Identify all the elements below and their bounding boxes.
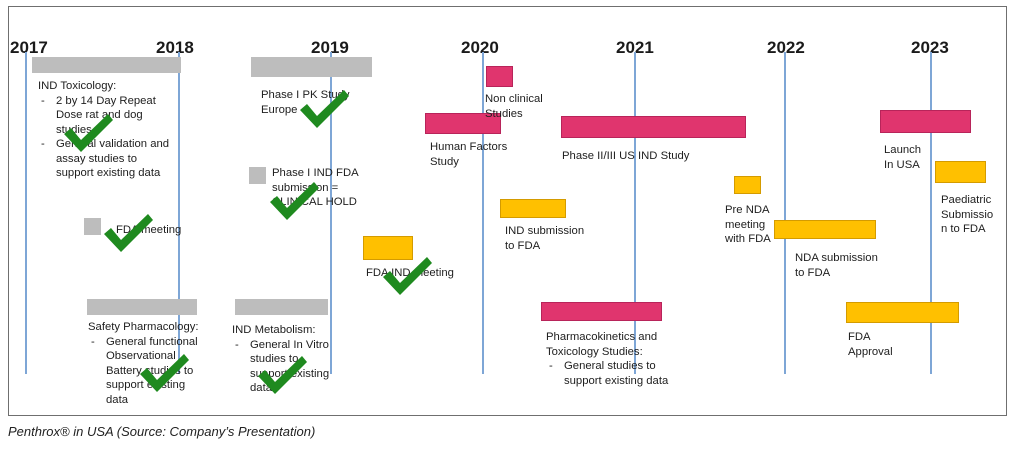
label-title: IND Toxicology: <box>38 80 117 92</box>
label-human-factors: Human Factors Study <box>430 140 507 169</box>
checkmark-icon <box>140 354 189 392</box>
bar-pk-tox <box>541 302 662 321</box>
label-phase23: Phase II/III US IND Study <box>562 149 689 164</box>
checkmark-icon <box>270 182 319 220</box>
checkmark-icon <box>300 90 349 128</box>
label-line: Dose rat and dog <box>56 109 143 121</box>
year-label-2020: 2020 <box>461 38 499 57</box>
label-line: Europe <box>261 103 298 116</box>
checkmark-icon <box>258 356 307 394</box>
year-line-2017 <box>25 52 27 374</box>
label-line: General functional <box>106 335 198 348</box>
label-line: NDA submission <box>795 252 878 264</box>
label-line: Pre NDA <box>725 204 770 216</box>
year-line-2020 <box>482 52 484 374</box>
label-title: Safety Pharmacology: <box>88 321 199 333</box>
bar-paediatric <box>935 161 986 183</box>
checkmark-icon <box>104 214 153 252</box>
bar-ind-metabolism <box>235 299 328 315</box>
label-line: Study <box>430 155 459 168</box>
year-label-2022: 2022 <box>767 38 805 57</box>
bar-ind-submission <box>500 199 566 218</box>
label-ind-toxicology: IND Toxicology: 2 by 14 Day Repeat Dose … <box>38 79 169 181</box>
bar-launch <box>880 110 971 133</box>
label-line: support existing data <box>564 374 669 387</box>
label-line: General In Vitro <box>250 338 329 351</box>
label-line: Submissio <box>941 208 994 221</box>
year-line-2023 <box>930 52 932 374</box>
label-line: assay studies to <box>56 152 138 165</box>
label-ind-submission: IND submission to FDA <box>505 224 584 253</box>
label-paediatric: Paediatric Submissio n to FDA <box>941 193 993 237</box>
bar-safety-pharm <box>87 299 197 315</box>
label-pre-nda: Pre NDA meeting with FDA <box>725 203 771 247</box>
year-label-2019: 2019 <box>311 38 349 57</box>
label-line: Studies <box>485 107 523 120</box>
year-line-2022 <box>784 52 786 374</box>
label-phase1-pk: Phase I PK Study Europe <box>261 88 350 117</box>
year-line-2021 <box>634 52 636 374</box>
label-line: n to FDA <box>941 223 986 235</box>
label-line: studies to <box>250 353 299 365</box>
label-line: In USA <box>884 158 920 171</box>
label-line: Non clinical <box>485 93 543 105</box>
bar-phase23 <box>561 116 746 138</box>
year-label-2017: 2017 <box>10 38 48 57</box>
label-launch: Launch In USA <box>884 143 921 172</box>
label-line: Paediatric <box>941 194 992 206</box>
bar-fda-ind-meeting <box>363 236 413 260</box>
figure-caption: Penthrox® in USA (Source: Company’s Pres… <box>8 424 316 439</box>
year-label-2023: 2023 <box>911 38 949 57</box>
label-fda-approval: FDA Approval <box>848 330 893 359</box>
label-title: IND Metabolism: <box>232 324 316 336</box>
label-line: studies <box>56 123 92 136</box>
bar-pre-nda <box>734 176 761 194</box>
label-line: submission = <box>272 181 339 194</box>
bar-ind-toxicology <box>32 57 181 73</box>
label-line: Observational <box>106 350 176 362</box>
label-line: with FDA <box>725 233 771 245</box>
year-line-2018 <box>178 52 180 374</box>
label-line: FDA <box>848 331 871 343</box>
label-line: support existing data <box>56 167 161 179</box>
bar-fda-approval <box>846 302 959 323</box>
label-line: meeting <box>725 218 766 231</box>
year-label-2018: 2018 <box>156 38 194 57</box>
label-title: Toxicology Studies: <box>546 345 643 358</box>
label-line: Phase II/III US IND Study <box>562 150 690 162</box>
checkmark-icon <box>64 114 113 152</box>
bar-phase1-pk <box>251 57 372 77</box>
label-line: to FDA <box>505 239 541 252</box>
checkmark-icon <box>383 257 432 295</box>
label-pk-tox: Pharmacokinetics and Toxicology Studies:… <box>546 330 668 388</box>
bar-fda-meeting <box>84 218 101 235</box>
label-safety-pharm: Safety Pharmacology: General functional … <box>88 320 199 407</box>
label-line: Phase I IND FDA <box>272 167 359 179</box>
label-line: IND submission <box>505 225 585 237</box>
bar-nda-submission <box>774 220 876 239</box>
label-line: Approval <box>848 345 893 358</box>
label-line: Human Factors <box>430 141 508 153</box>
year-label-2021: 2021 <box>616 38 654 57</box>
bar-non-clinical <box>486 66 513 87</box>
label-title: Pharmacokinetics and <box>546 331 658 343</box>
label-non-clinical: Non clinical Studies <box>485 92 543 121</box>
label-line: 2 by 14 Day Repeat <box>56 94 156 107</box>
label-line: General studies to <box>564 360 656 372</box>
label-nda-submission: NDA submission to FDA <box>795 251 878 280</box>
year-line-2019 <box>330 52 332 374</box>
label-line: Phase I PK Study <box>261 89 350 101</box>
label-line: Launch <box>884 144 922 156</box>
label-line: to FDA <box>795 266 831 279</box>
bar-human-factors <box>425 113 501 134</box>
bar-phase1-ind <box>249 167 266 184</box>
label-line: data <box>106 393 128 406</box>
